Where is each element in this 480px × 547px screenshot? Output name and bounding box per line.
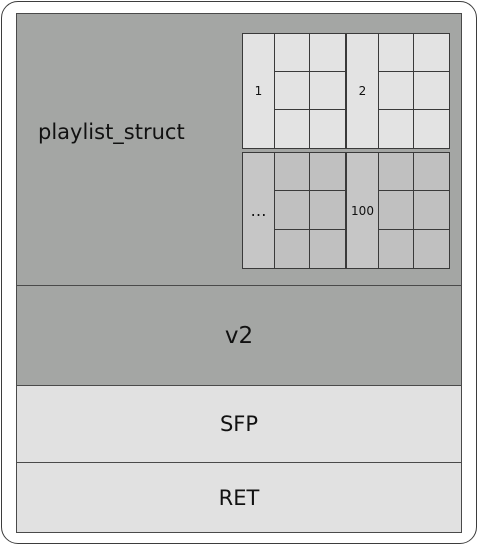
playlist-entry-fields: [275, 34, 345, 148]
field-cell: [275, 34, 310, 72]
playlist-entry-2: 2: [346, 33, 450, 149]
field-cell: [414, 72, 449, 110]
sfp-layer: SFP: [16, 385, 462, 463]
field-cell: [414, 230, 449, 268]
sfp-label: SFP: [219, 412, 259, 436]
playlist-entry-fields: [379, 153, 449, 268]
field-cell: [275, 72, 310, 110]
field-cell: [379, 110, 414, 148]
field-cell: [379, 153, 414, 192]
playlist-entry-index: 1: [243, 34, 275, 148]
playlist-entry-index: 100: [347, 153, 379, 268]
field-cell: [379, 34, 414, 72]
field-cell: [310, 191, 345, 230]
ret-label: RET: [218, 485, 260, 510]
field-cell: [379, 72, 414, 110]
playlist-entry-index: …: [243, 153, 275, 268]
playlist-struct-label: playlist_struct: [38, 120, 185, 144]
playlist-entry-index: 2: [347, 34, 379, 148]
field-cell: [310, 34, 345, 72]
field-cell: [275, 110, 310, 148]
v2-label: v2: [224, 322, 254, 349]
playlist-entry-fields: [275, 153, 345, 268]
field-cell: [275, 153, 310, 192]
field-cell: [310, 153, 345, 192]
field-cell: [414, 34, 449, 72]
ret-layer: RET: [16, 462, 462, 533]
playlist-entry-100: 100: [346, 152, 450, 269]
playlist-entry-1: 1: [242, 33, 346, 149]
field-cell: [414, 153, 449, 192]
field-cell: [275, 229, 310, 268]
playlist-entry-fields: [379, 34, 449, 148]
field-cell: [379, 229, 414, 268]
field-cell: [310, 230, 345, 268]
v2-layer: v2: [16, 285, 462, 386]
field-cell: [310, 110, 345, 148]
field-cell: [310, 72, 345, 110]
field-cell: [275, 191, 310, 230]
field-cell: [379, 191, 414, 230]
field-cell: [414, 110, 449, 148]
field-cell: [414, 191, 449, 230]
playlist-entry-ellipsis: …: [242, 152, 346, 269]
